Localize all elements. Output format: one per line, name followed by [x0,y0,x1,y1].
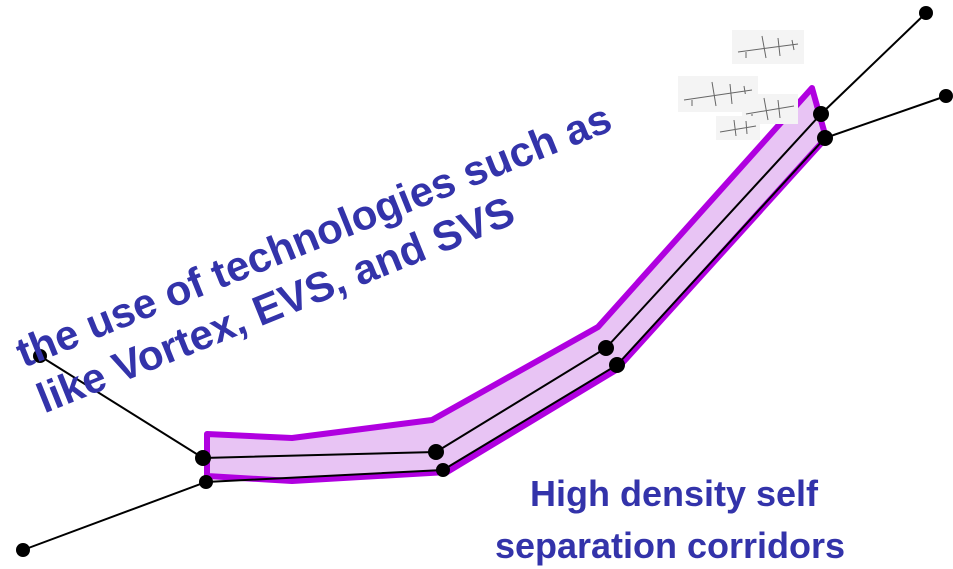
aircraft-group [678,30,804,140]
waypoint [199,475,213,489]
corridor-caption-line2: separation corridors [495,525,845,566]
waypoint [195,450,211,466]
waypoint [436,463,450,477]
waypoint [33,349,47,363]
waypoint [919,6,933,20]
aircraft-icon [732,30,804,64]
curved-caption-line1: the use of technologies such as [9,94,617,376]
waypoint [598,340,614,356]
waypoint [939,89,953,103]
waypoint [817,130,833,146]
corridor-caption-line1: High density self [530,473,819,514]
waypoint [813,106,829,122]
waypoint [428,444,444,460]
waypoints [16,6,953,557]
aircraft-icon [716,116,760,140]
flight-track-upper [39,12,927,460]
waypoint [16,543,30,557]
waypoint [609,357,625,373]
flight-track-lower [22,95,947,551]
